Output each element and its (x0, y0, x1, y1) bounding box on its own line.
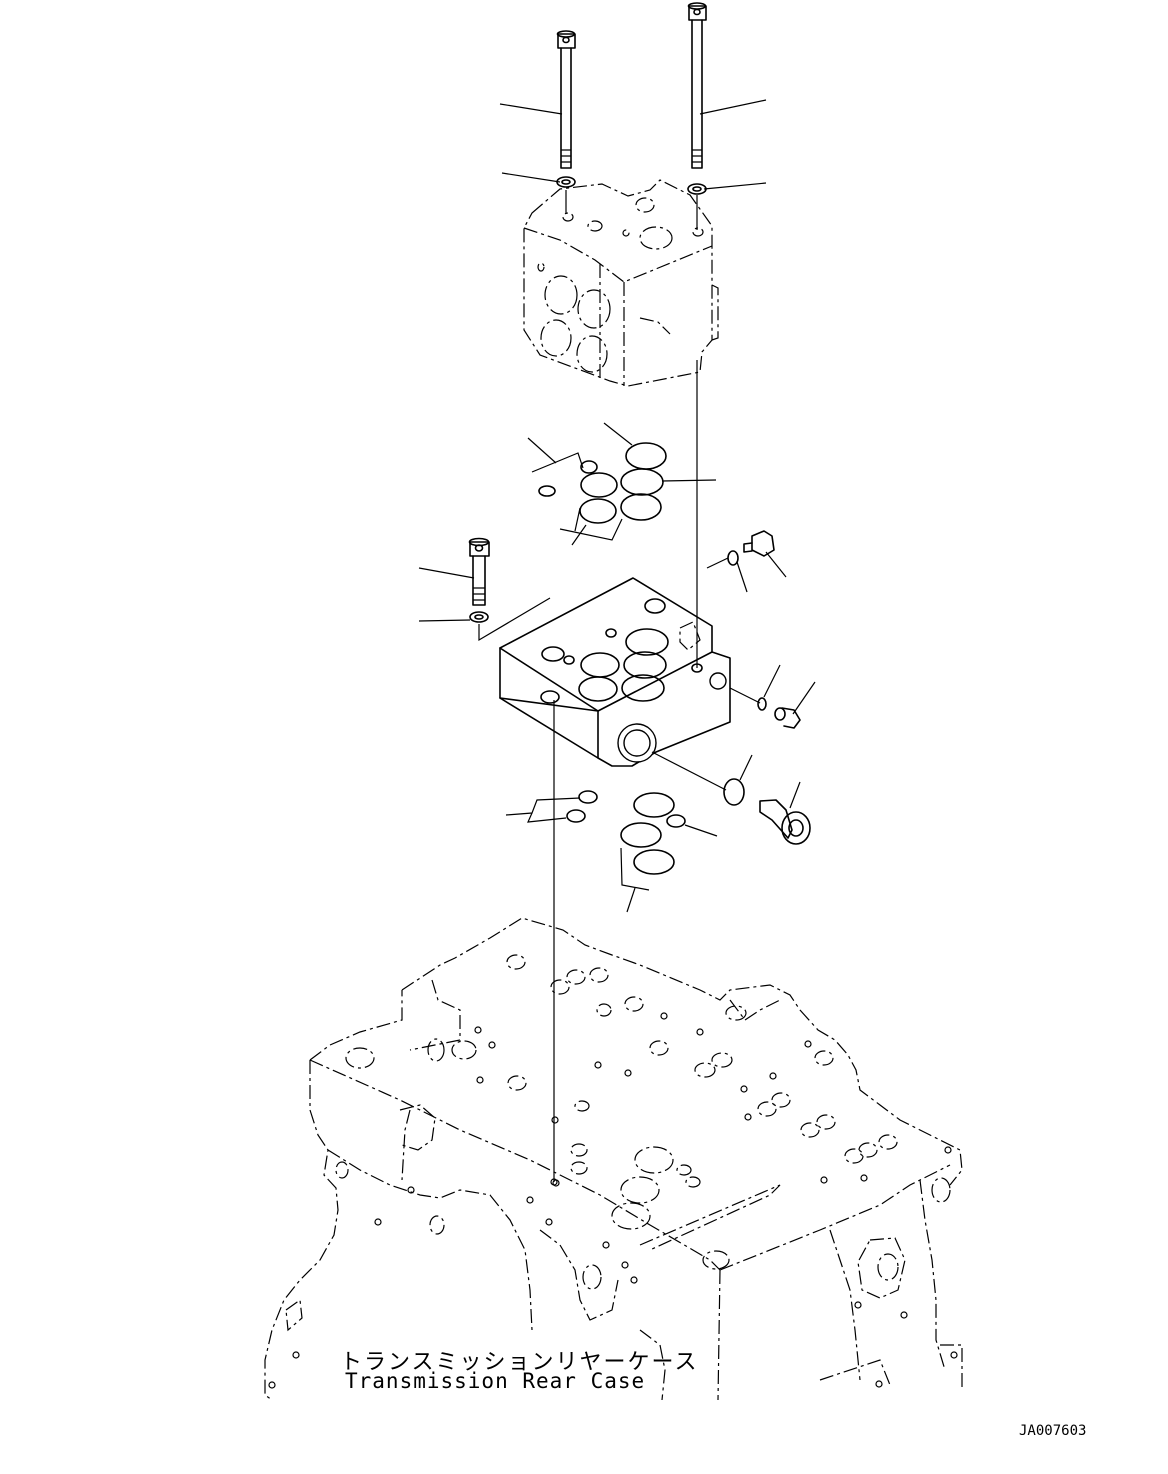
upper-valve-body (523, 179, 719, 387)
rear-case-holes (268, 954, 958, 1389)
gasket-rings-lower (505, 790, 718, 913)
drawing-code: JA007603 (1019, 1423, 1087, 1439)
leader-washer-middle (418, 619, 471, 622)
washer-middle (469, 611, 489, 623)
transmission-rear-case (264, 917, 963, 1401)
gasket-rings-upper (527, 422, 717, 546)
case-label-japanese: トランスミッションリヤーケース (340, 1350, 699, 1375)
bolt-short-middle (468, 537, 490, 606)
washer-right (687, 183, 707, 195)
leader-bracket-middle (478, 597, 551, 642)
case-label-english: Transmission Rear Case (345, 1369, 646, 1393)
bolt-left-long (556, 30, 576, 169)
leader-lines-top (499, 99, 767, 190)
alignment-lines (553, 190, 698, 1182)
main-valve-block (499, 577, 731, 767)
fitting-plug-upper (706, 530, 787, 593)
bolt-right-long (687, 2, 707, 169)
fitting-plug-large (651, 751, 811, 845)
fitting-plug-lower (729, 664, 816, 729)
leader-bolt-middle (418, 567, 475, 579)
